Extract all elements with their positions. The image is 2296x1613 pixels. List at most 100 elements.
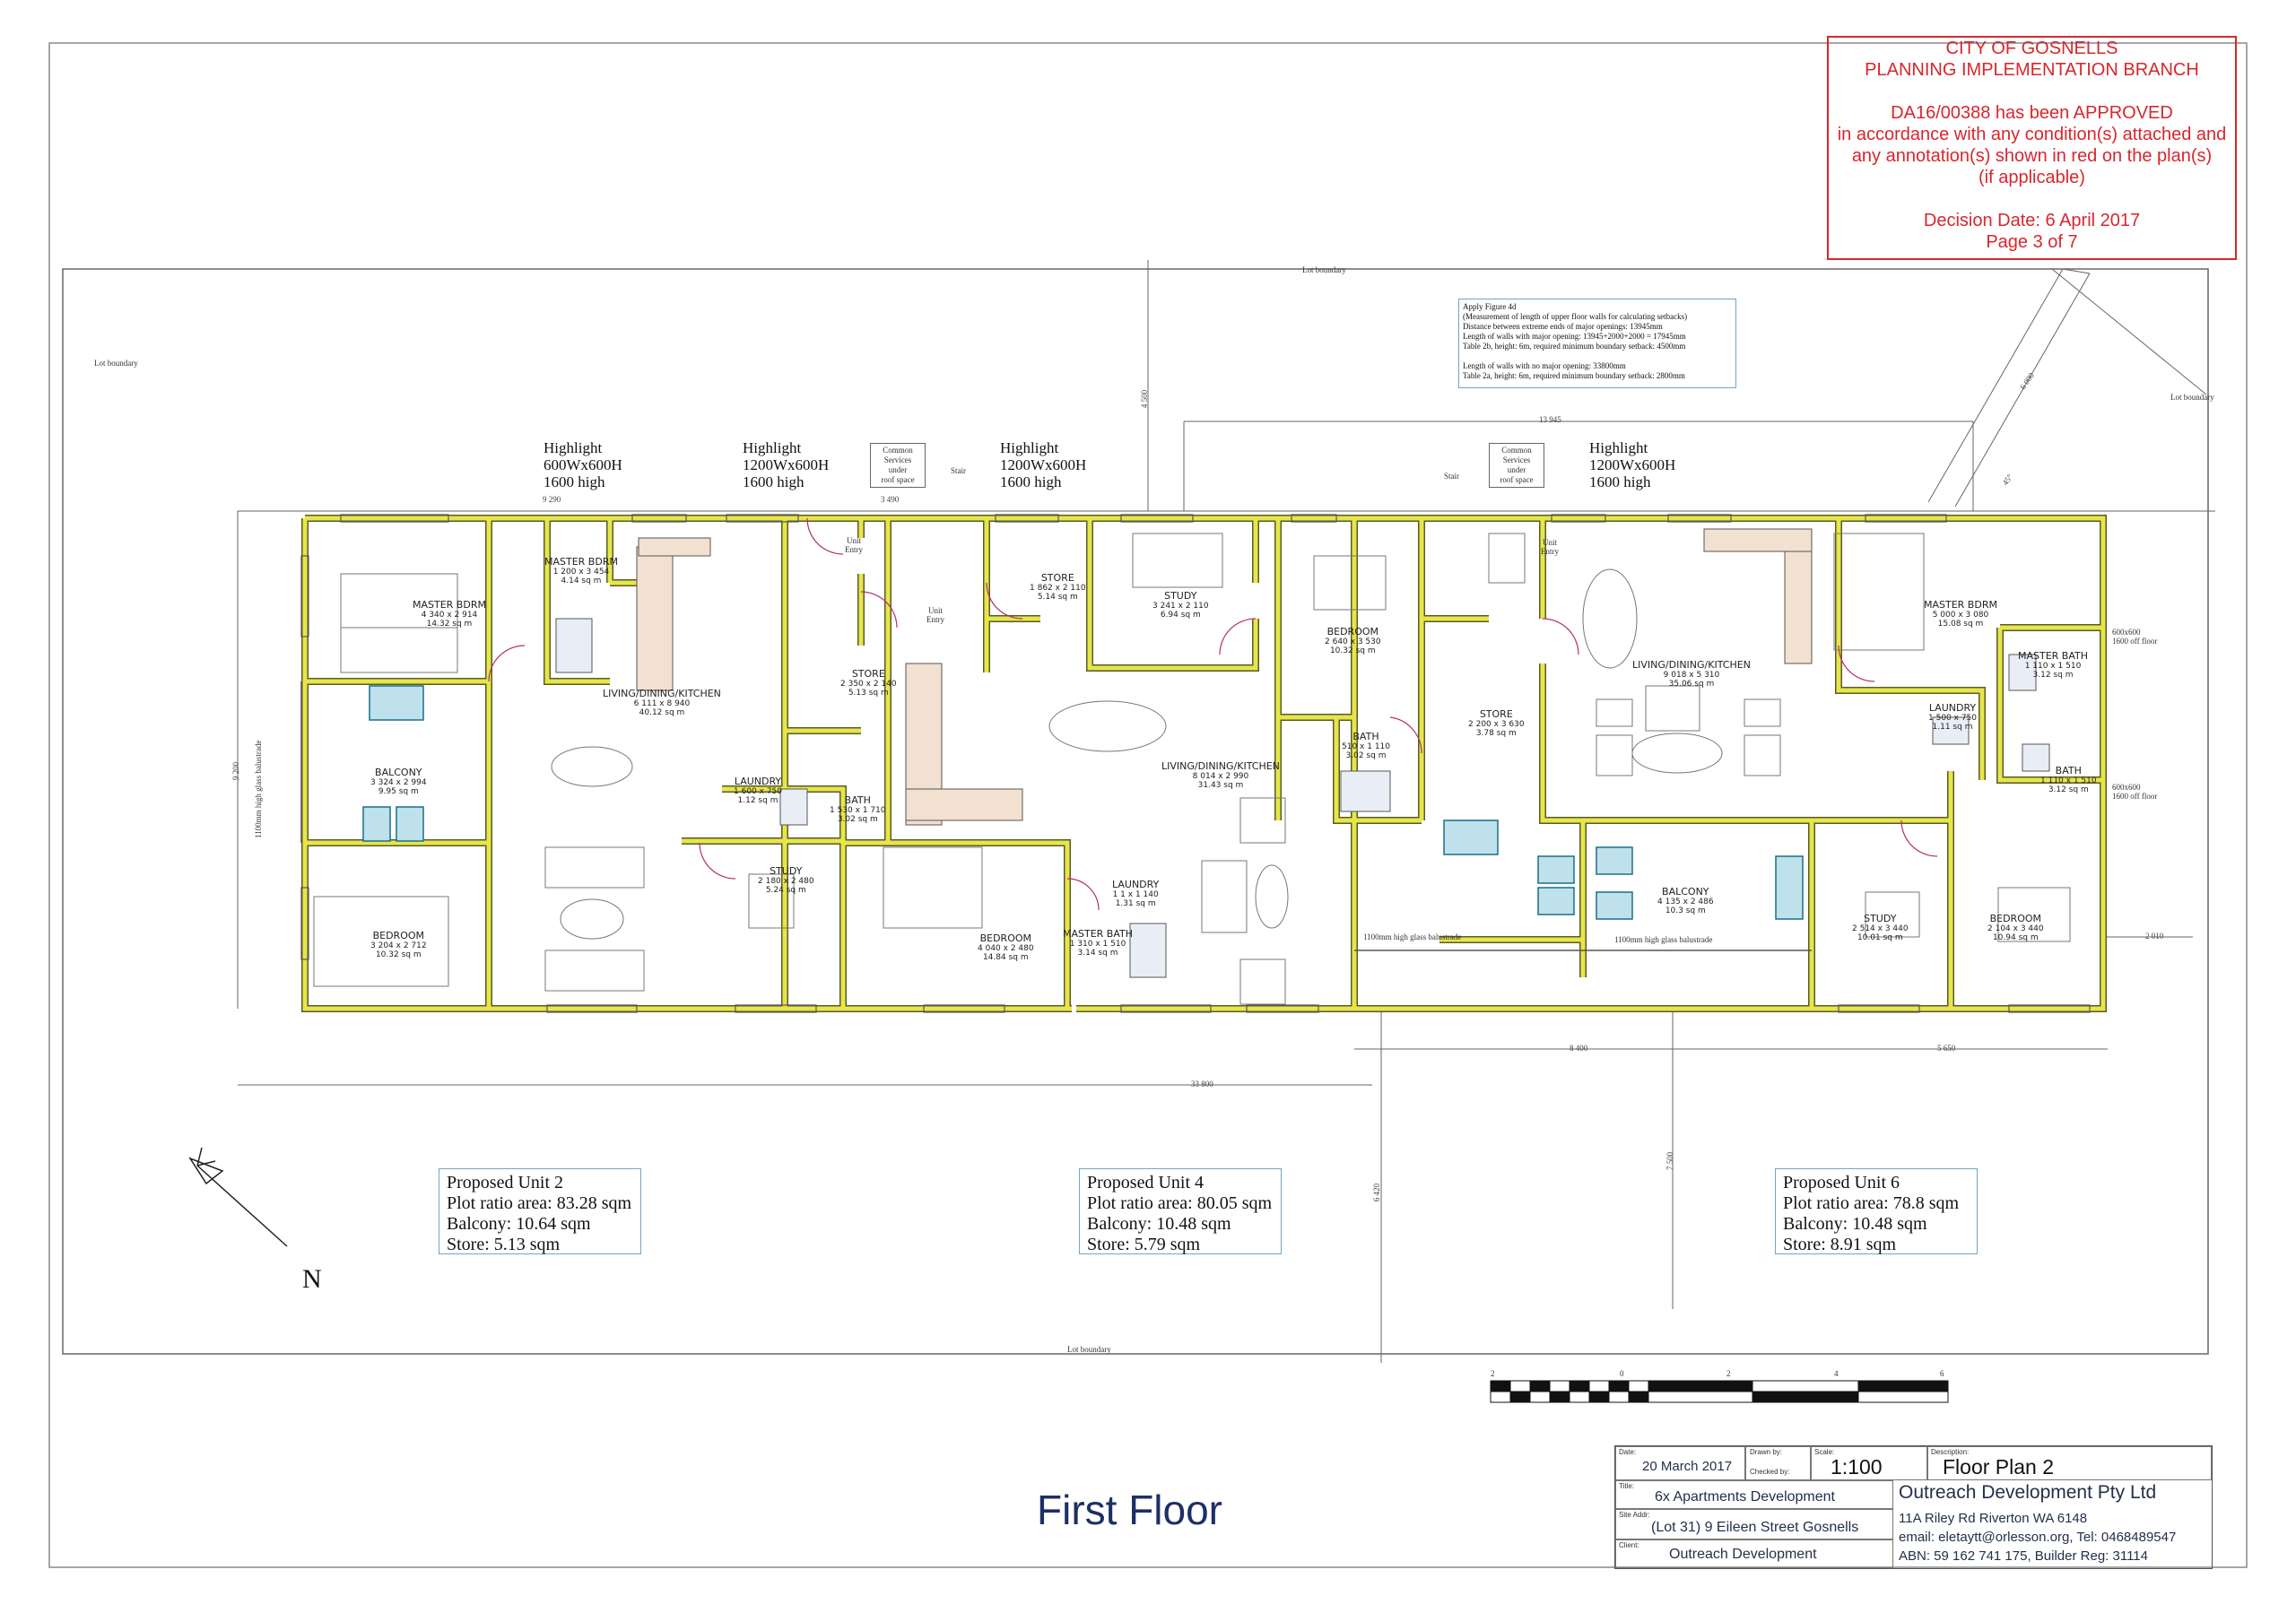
services-line: roof space xyxy=(881,475,915,484)
title-value: 6x Apartments Development xyxy=(1655,1489,1835,1505)
unit-plot-ratio: Plot ratio area: 83.28 sqm xyxy=(447,1193,632,1213)
unit-balcony: Balcony: 10.64 sqm xyxy=(447,1214,591,1234)
dimension-text: 7 500 xyxy=(1665,1151,1675,1171)
stamp-line xyxy=(1829,188,2235,210)
highlight-note: Highlight 1200Wx600H 1600 high xyxy=(743,439,829,490)
services-line: under xyxy=(1507,465,1526,474)
common-services-box: Common Services under roof space xyxy=(870,443,926,488)
services-line: Common xyxy=(883,446,913,455)
services-line: Common xyxy=(1501,446,1532,455)
balustrade-label: 1100mm high glass balustrade xyxy=(1363,932,1462,941)
dimension-text: 2 010 xyxy=(2145,932,2164,941)
highlight-line: Highlight xyxy=(544,439,603,456)
dimension-text: 33 800 xyxy=(1191,1080,1213,1088)
checked-label: Checked by: xyxy=(1750,1468,1790,1476)
lot-boundary-bottom-label: Lot boundary xyxy=(1067,1345,1111,1354)
dimension-text: 8 400 xyxy=(1570,1044,1588,1053)
date-value: 20 March 2017 xyxy=(1642,1459,1733,1474)
dimension-text: 9 290 xyxy=(543,495,561,504)
approval-stamp: CITY OF GOSNELLS PLANNING IMPLEMENTATION… xyxy=(1827,36,2237,260)
lot-boundary-line xyxy=(62,268,2209,1355)
floor-title: First Floor xyxy=(1037,1487,1222,1533)
company-email: email: eletaytt@orlesson.org, Tel: 04684… xyxy=(1899,1530,2177,1545)
date-label: Date: xyxy=(1619,1448,1637,1456)
description-label: Description: xyxy=(1931,1448,1970,1456)
unit-store: Store: 8.91 sqm xyxy=(1783,1235,1897,1254)
balustrades xyxy=(300,681,1812,951)
setback-line xyxy=(1463,351,1732,361)
lot-boundary-left-label: Lot boundary xyxy=(94,359,138,368)
door-swings xyxy=(488,517,1938,911)
north-label: N xyxy=(302,1264,322,1294)
highlight-line: 1200Wx600H xyxy=(1000,456,1087,473)
dimension-text: 6 420 xyxy=(1372,1183,1382,1202)
stamp-line: (if applicable) xyxy=(1979,168,2085,187)
unit-summary-box: Proposed Unit 4 Plot ratio area: 80.05 s… xyxy=(1079,1168,1282,1254)
scale-bar-label: 2 xyxy=(1726,1369,1731,1378)
balustrade-label: 1100mm high glass balustrade xyxy=(1614,935,1713,944)
dimension-text: 13 945 xyxy=(1539,415,1561,424)
dimension-text: 9 200 xyxy=(231,761,241,781)
unit-balcony: Balcony: 10.48 sqm xyxy=(1087,1214,1231,1234)
title-block: Date: 20 March 2017 Drawn by: Checked by… xyxy=(1614,1445,2213,1569)
setback-line: (Measurement of length of upper floor wa… xyxy=(1463,312,1688,321)
diagonal-boundary xyxy=(2051,268,2207,395)
drawn-label: Drawn by: xyxy=(1750,1448,1783,1456)
scale-bar-label: 2 xyxy=(1491,1369,1495,1378)
highlight-line: Highlight xyxy=(1000,439,1059,456)
highlight-line: 1200Wx600H xyxy=(1589,456,1676,473)
client-cell xyxy=(1615,1539,1893,1568)
scale-cell xyxy=(1811,1446,1927,1480)
title-label: Title: xyxy=(1619,1482,1635,1490)
unit-store: Store: 5.79 sqm xyxy=(1087,1235,1201,1254)
highlight-note: Highlight 1200Wx600H 1600 high xyxy=(1000,439,1086,490)
stamp-line: in accordance with any condition(s) atta… xyxy=(1837,125,2227,144)
services-line: roof space xyxy=(1500,475,1534,484)
description-value: Floor Plan 2 xyxy=(1943,1455,2055,1479)
setback-line: Table 2b, height: 6m, required minimum b… xyxy=(1463,342,1686,351)
balcony-chairs xyxy=(362,685,1804,920)
highlight-line: 600Wx600H xyxy=(544,456,622,473)
unit-title: Proposed Unit 6 xyxy=(1783,1173,1900,1192)
services-line: under xyxy=(888,465,908,474)
title-cell xyxy=(1615,1480,1893,1509)
company-name: Outreach Development Pty Ltd xyxy=(1899,1482,2157,1503)
highlight-line: 1600 high xyxy=(1000,473,1062,490)
unit-title: Proposed Unit 4 xyxy=(1087,1173,1204,1192)
setback-line: Length of walls with no major opening: 3… xyxy=(1463,361,1626,370)
stair-label: Stair xyxy=(951,466,966,475)
description-cell xyxy=(1927,1446,2212,1480)
highlight-note: Highlight 1200Wx600H 1600 high xyxy=(1589,439,1675,490)
highlight-note: Highlight 600Wx600H 1600 high xyxy=(544,439,622,490)
stamp-line: Decision Date: 6 April 2017 xyxy=(1923,211,2141,230)
unit-plot-ratio: Plot ratio area: 80.05 sqm xyxy=(1087,1193,1273,1213)
lot-boundary-right-label: Lot boundary xyxy=(2170,393,2214,402)
common-services-box: Common Services under roof space xyxy=(1489,443,1544,488)
company-abn: ABN: 59 162 741 175, Builder Reg: 31114 xyxy=(1899,1548,2148,1564)
unit-summary-box: Proposed Unit 2 Plot ratio area: 83.28 s… xyxy=(439,1168,641,1254)
